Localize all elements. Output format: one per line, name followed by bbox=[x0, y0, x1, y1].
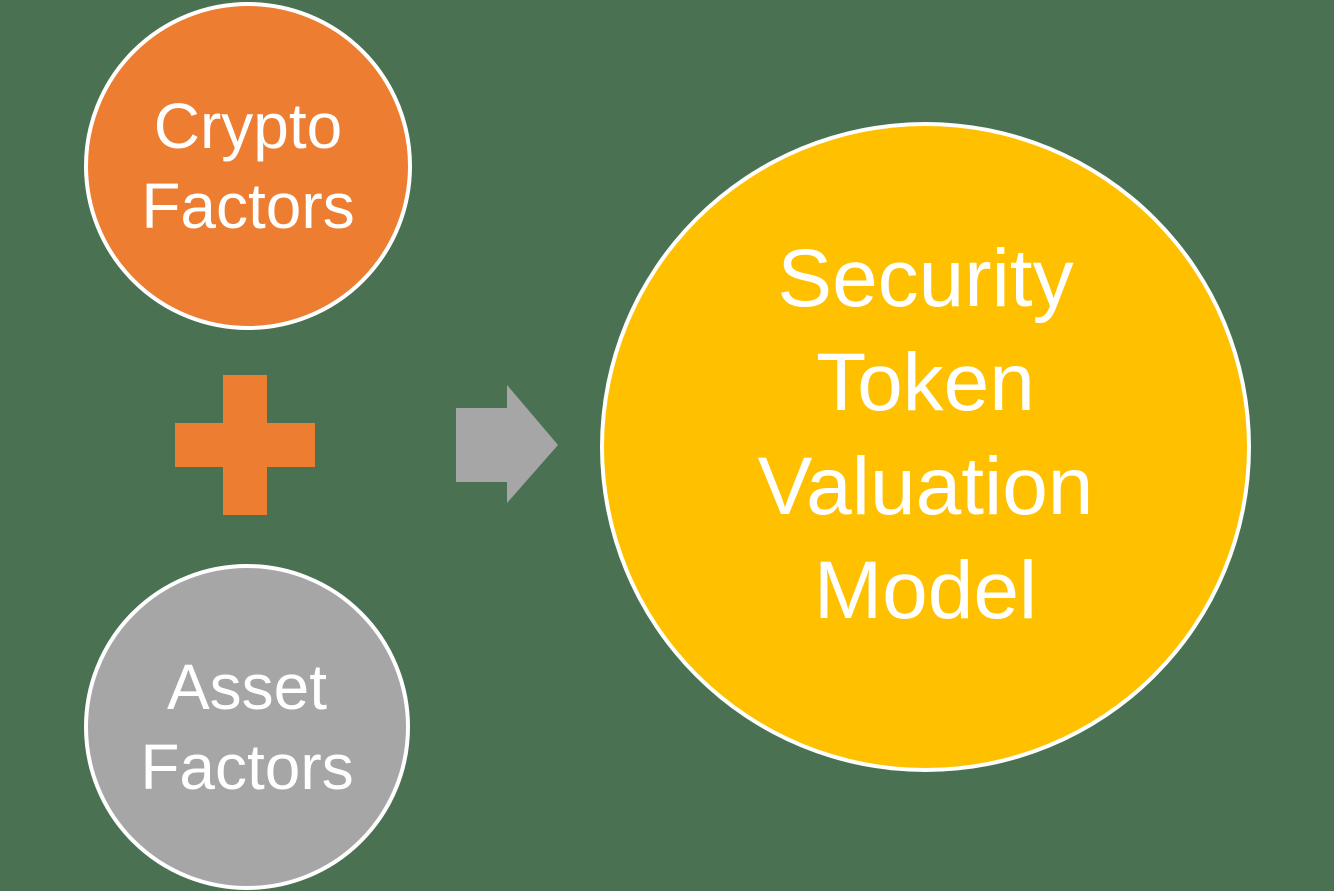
security-token-valuation-model-label: Security Token Valuation Model bbox=[757, 233, 1094, 636]
plus-icon bbox=[175, 375, 315, 515]
plus-icon-shape bbox=[175, 375, 315, 515]
arrow-right-icon bbox=[456, 385, 558, 503]
crypto-factors-label: Crypto Factors bbox=[141, 90, 355, 242]
arrow-right-icon-shape bbox=[456, 385, 558, 503]
security-token-valuation-model-node: Security Token Valuation Model bbox=[600, 122, 1251, 772]
asset-factors-label: Asset Factors bbox=[140, 651, 354, 803]
crypto-factors-node: Crypto Factors bbox=[84, 2, 412, 330]
asset-factors-node: Asset Factors bbox=[84, 564, 410, 890]
